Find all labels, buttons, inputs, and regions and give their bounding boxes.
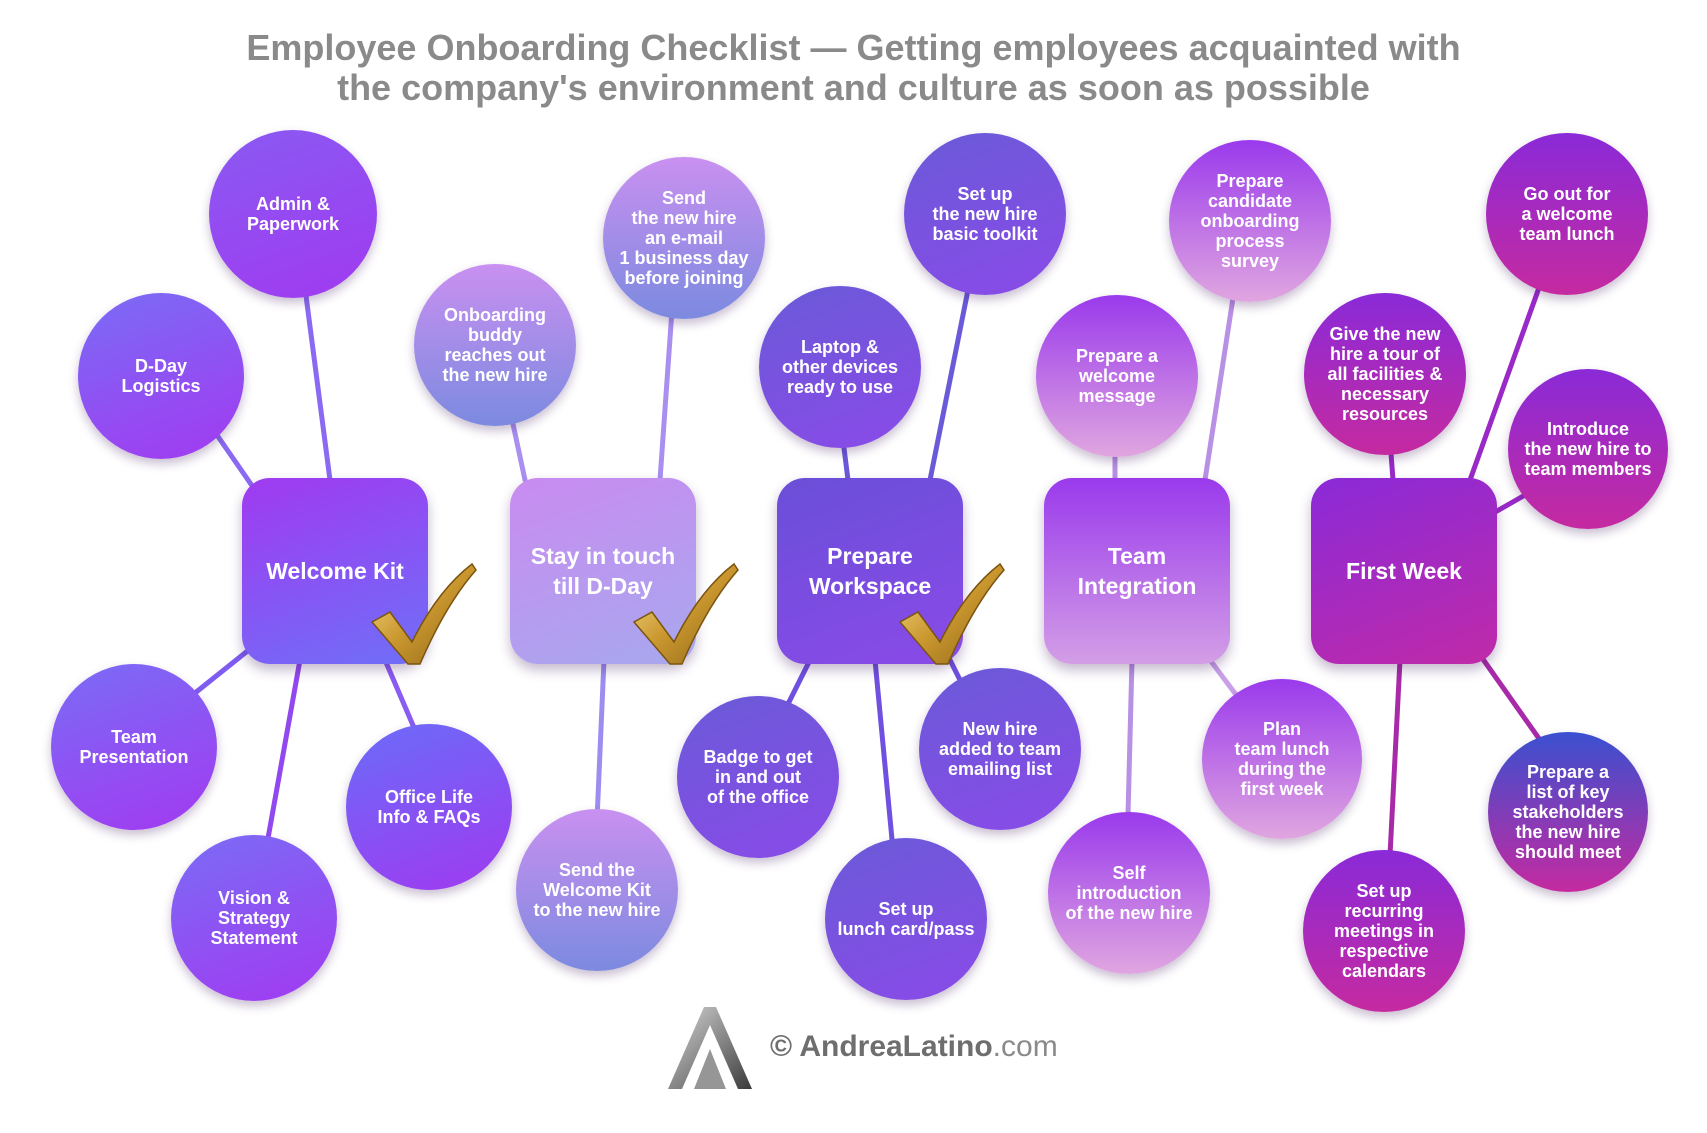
connector-line xyxy=(927,277,973,483)
gold-checkmark-icon xyxy=(898,562,1005,665)
node-admin-paperwork: Admin & Paperwork xyxy=(209,130,377,298)
connector-line xyxy=(872,657,896,853)
connector-line xyxy=(657,307,675,483)
gold-checkmark-icon xyxy=(370,562,477,665)
node-send-welcome-kit: Send the Welcome Kit to the new hire xyxy=(516,809,678,971)
node-badge: Badge to get in and out of the office xyxy=(677,696,839,858)
title-line-1: Employee Onboarding Checklist — Getting … xyxy=(246,27,1461,68)
node-recurring-meetings: Set up recurring meetings in respective … xyxy=(1303,850,1465,1012)
copyright-text: © AndreaLatino.com xyxy=(770,1030,1058,1063)
node-team-emailing-list: New hire added to team emailing list xyxy=(919,668,1081,830)
andrea-latino-logo xyxy=(668,1007,752,1089)
connector-line xyxy=(594,657,607,823)
connector-line xyxy=(1477,652,1543,743)
node-onboarding-buddy: Onboarding buddy reaches out the new hir… xyxy=(414,264,576,426)
node-plan-team-lunch: Plan team lunch during the first week xyxy=(1202,679,1362,839)
connector-line xyxy=(192,642,258,696)
node-lunch-card: Set up lunch card/pass xyxy=(825,838,987,1000)
node-office-life: Office Life Info & FAQs xyxy=(346,724,512,890)
node-self-introduction: Self introduction of the new hire xyxy=(1048,812,1210,974)
node-onboarding-survey: Prepare candidate onboarding process sur… xyxy=(1169,140,1331,302)
node-laptop-devices: Laptop & other devices ready to use xyxy=(759,286,921,448)
title-line-2: the company's environment and culture as… xyxy=(337,67,1370,108)
connector-line xyxy=(1125,657,1135,818)
hub-first-week: First Week xyxy=(1311,478,1497,664)
node-introduce-team: Introduce the new hire to team members xyxy=(1508,369,1668,529)
connector-line xyxy=(262,657,303,858)
node-vision-strategy: Vision & Strategy Statement xyxy=(171,835,337,1001)
node-basic-toolkit: Set up the new hire basic toolkit xyxy=(904,133,1066,295)
gold-checkmark-icon xyxy=(632,562,739,665)
connector-line xyxy=(1387,657,1403,858)
connector-line xyxy=(1202,282,1238,483)
hub-team-integration: Team Integration xyxy=(1044,478,1230,664)
node-dday-logistics: D-Day Logistics xyxy=(78,293,244,459)
node-welcome-message: Prepare a welcome message xyxy=(1036,295,1198,457)
node-welcome-team-lunch: Go out for a welcome team lunch xyxy=(1486,133,1648,295)
node-team-presentation: Team Presentation xyxy=(51,664,217,830)
connector-line xyxy=(299,262,333,483)
node-send-email: Send the new hire an e-mail 1 business d… xyxy=(603,157,765,319)
node-facilities-tour: Give the new hire a tour of all faciliti… xyxy=(1304,293,1466,455)
node-key-stakeholders: Prepare a list of key stakeholders the n… xyxy=(1488,732,1648,892)
connector-line xyxy=(382,657,418,733)
footer: © AndreaLatino.com xyxy=(668,1005,1058,1089)
connector-line xyxy=(1467,282,1543,483)
page-title: Employee Onboarding Checklist — Getting … xyxy=(0,28,1707,108)
